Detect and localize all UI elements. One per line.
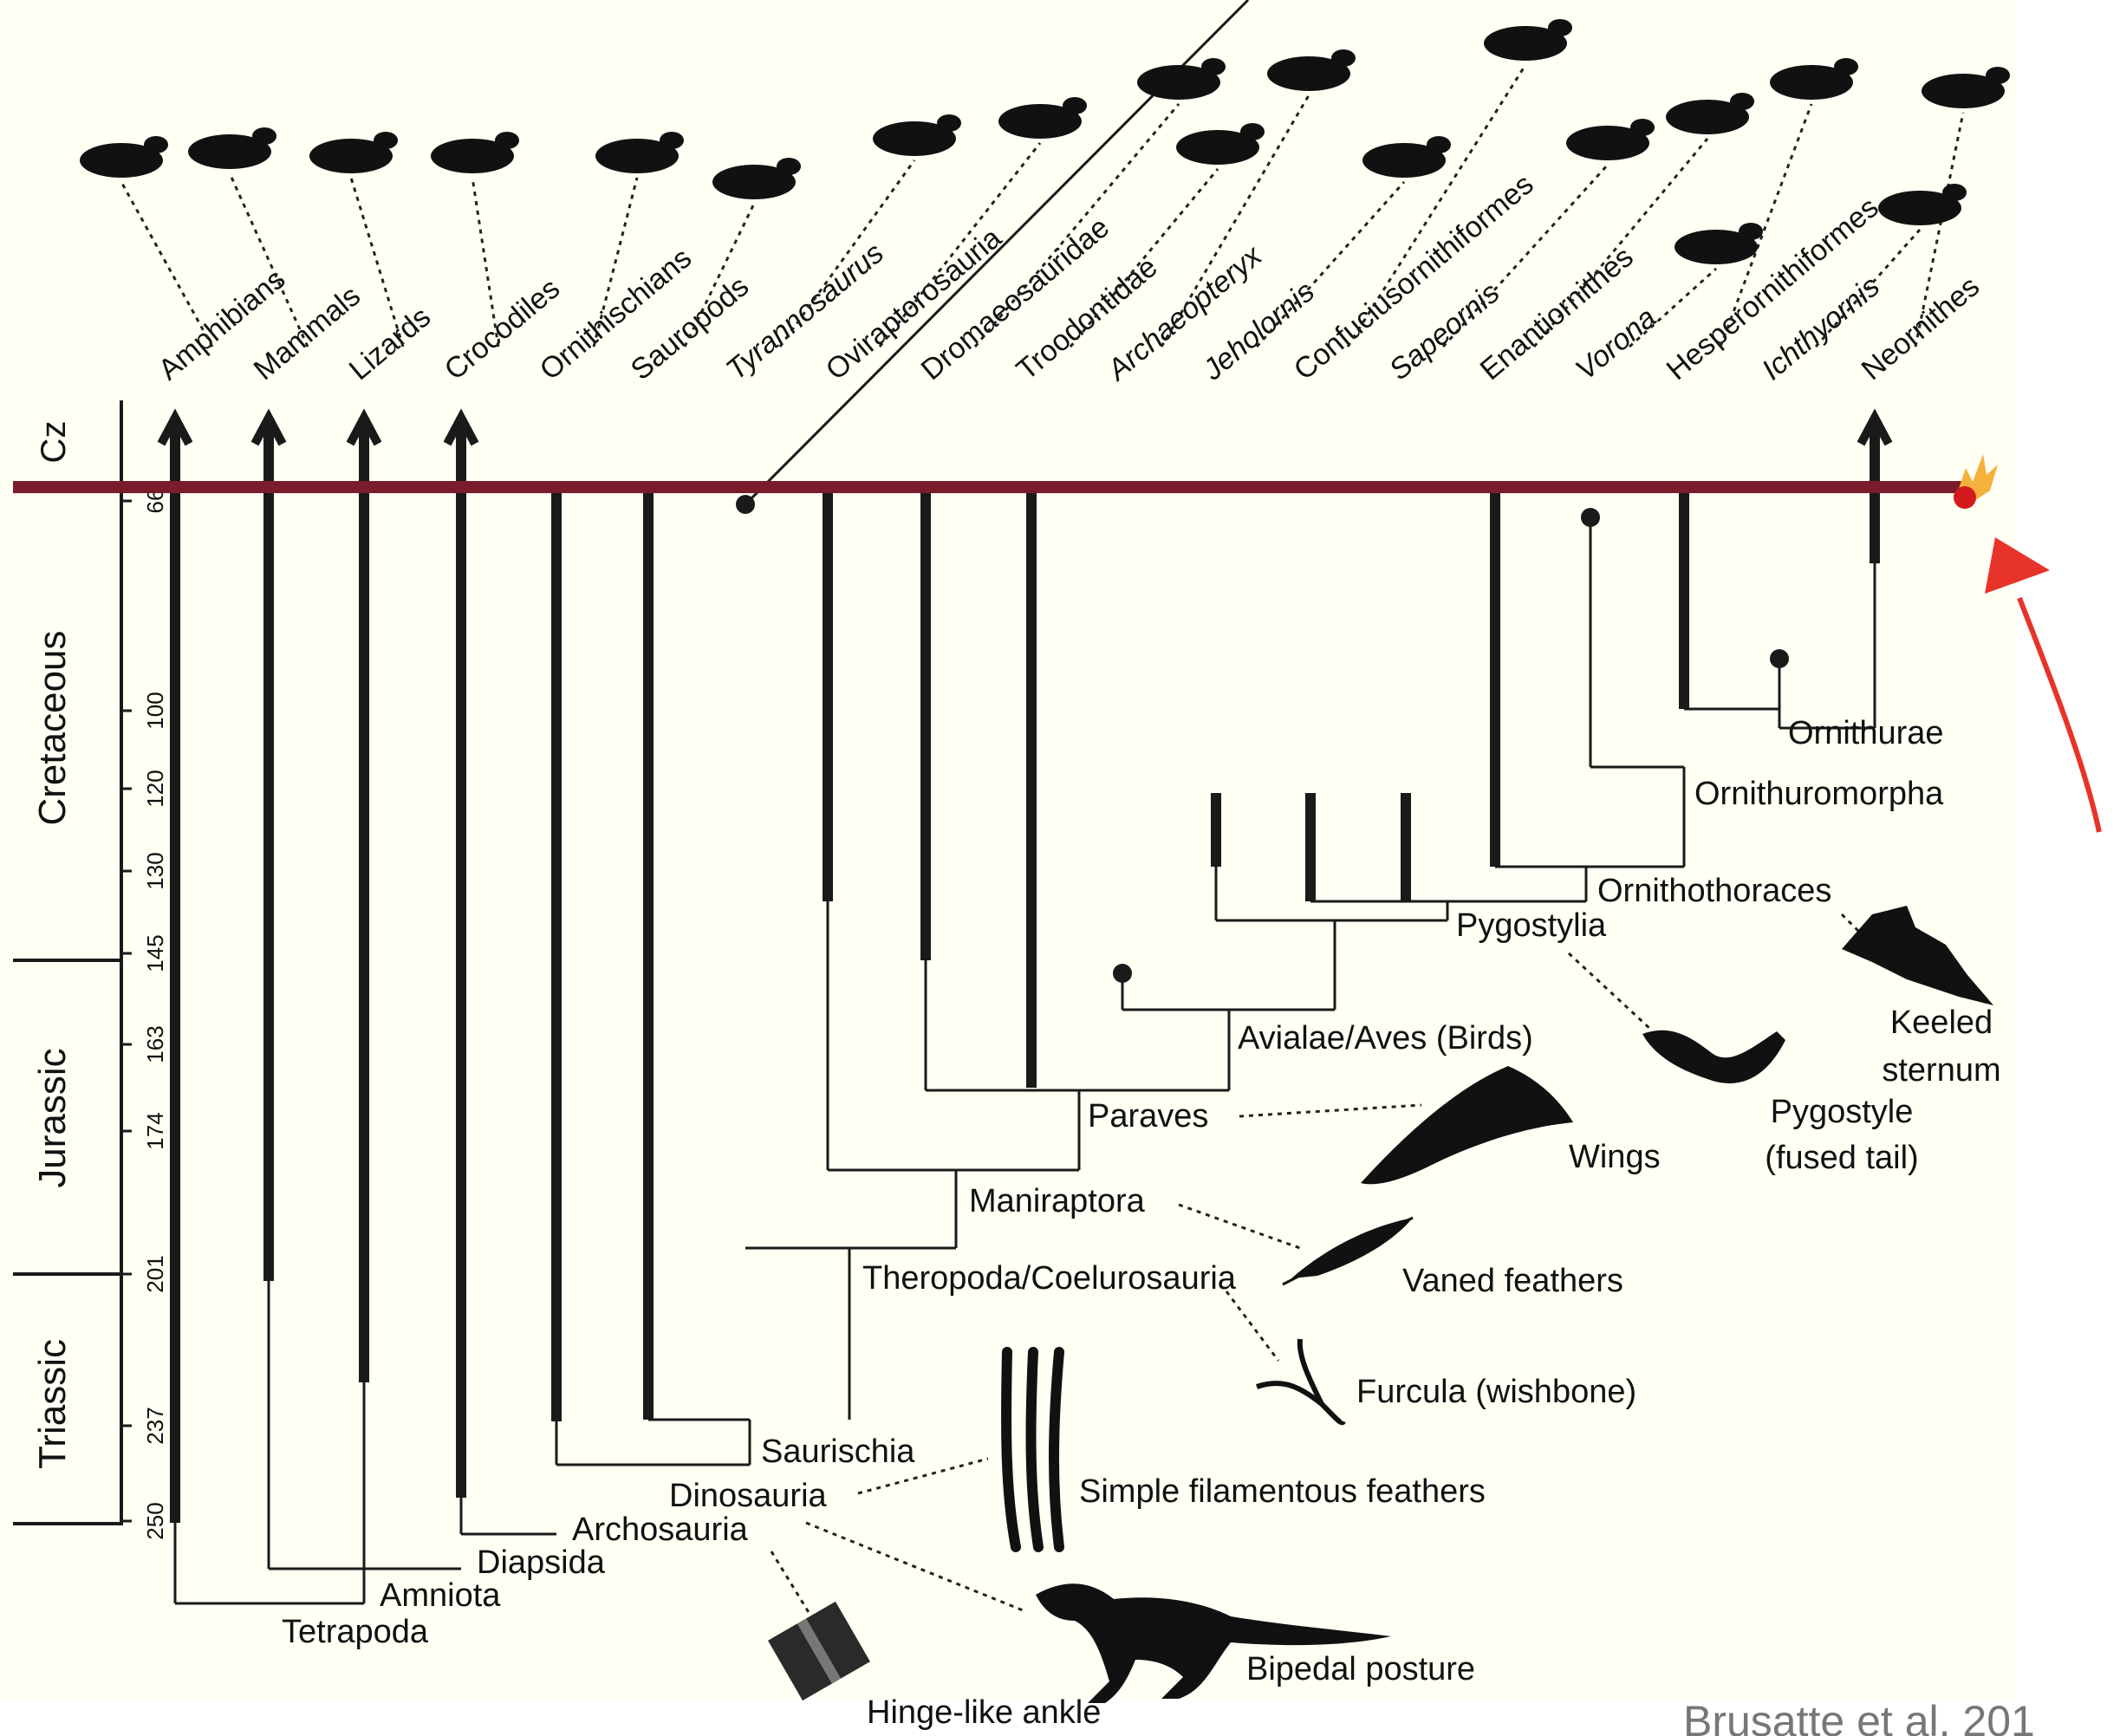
clade-archosauria: Archosauria bbox=[572, 1512, 749, 1548]
citation: Brusatte et al. 201 bbox=[1683, 1697, 2035, 1736]
taxon-silhouette-head-icon bbox=[374, 132, 398, 149]
period-cretaceous: Cretaceous bbox=[31, 630, 74, 825]
trait-hinge-ankle: Hinge-like ankle bbox=[867, 1694, 1101, 1731]
taxon-silhouette-head-icon bbox=[1739, 223, 1763, 240]
clade-ornithuromorpha: Ornithuromorpha bbox=[1694, 776, 1944, 812]
extinct-lineage-dot bbox=[736, 495, 755, 514]
trait-bipedal-posture: Bipedal posture bbox=[1246, 1651, 1475, 1687]
period-cz: Cz bbox=[35, 421, 73, 464]
time-tick-label: 237 bbox=[142, 1407, 168, 1444]
taxon-silhouette-head-icon bbox=[1630, 119, 1655, 136]
clade-ornithurae: Ornithurae bbox=[1788, 715, 1944, 751]
extinct-lineage-dot bbox=[1581, 508, 1600, 527]
taxon-silhouette-head-icon bbox=[1201, 58, 1226, 75]
taxon-silhouette-head-icon bbox=[252, 127, 276, 145]
trait-pygostyle-2: (fused tail) bbox=[1765, 1140, 1918, 1176]
trait-vaned-feathers: Vaned feathers bbox=[1402, 1263, 1623, 1299]
taxon-silhouette-head-icon bbox=[1730, 93, 1754, 110]
trait-pygostyle-1: Pygostyle bbox=[1771, 1094, 1914, 1130]
clade-dinosauria: Dinosauria bbox=[669, 1478, 828, 1514]
taxon-silhouette-head-icon bbox=[1331, 49, 1356, 67]
trait-keeled-2: sternum bbox=[1882, 1052, 2000, 1089]
clade-diapsida: Diapsida bbox=[477, 1544, 606, 1581]
clade-avialae: Avialae/Aves (Birds) bbox=[1238, 1020, 1533, 1057]
clade-maniraptora: Maniraptora bbox=[969, 1183, 1146, 1219]
period-triassic: Triassic bbox=[31, 1339, 74, 1469]
period-jurassic: Jurassic bbox=[31, 1048, 74, 1187]
time-tick-label: 201 bbox=[142, 1255, 168, 1292]
time-tick-label: 163 bbox=[142, 1025, 168, 1063]
clade-ornithothoraces: Ornithothoraces bbox=[1597, 873, 1831, 909]
taxon-silhouette-head-icon bbox=[1063, 97, 1087, 114]
clade-tetrapoda: Tetrapoda bbox=[282, 1614, 429, 1650]
taxon-silhouette-head-icon bbox=[777, 158, 801, 175]
taxon-silhouette-head-icon bbox=[660, 132, 684, 149]
clade-amniota: Amniota bbox=[380, 1577, 501, 1614]
taxon-silhouette-head-icon bbox=[1986, 67, 2010, 84]
time-tick-label: 130 bbox=[142, 852, 168, 889]
taxon-silhouette-head-icon bbox=[1427, 136, 1451, 153]
time-tick-label: 145 bbox=[142, 934, 168, 972]
extinct-lineage-dot bbox=[1770, 649, 1789, 668]
extinct-lineage-dot bbox=[1113, 964, 1132, 983]
time-tick-label: 120 bbox=[142, 770, 168, 807]
clade-saurischia: Saurischia bbox=[761, 1434, 915, 1470]
taxon-silhouette-head-icon bbox=[1834, 58, 1858, 75]
taxon-silhouette-head-icon bbox=[937, 114, 961, 132]
clade-paraves: Paraves bbox=[1088, 1098, 1208, 1135]
time-tick-label: 250 bbox=[142, 1502, 168, 1539]
taxon-silhouette-head-icon bbox=[144, 136, 168, 153]
time-tick-label: 174 bbox=[142, 1112, 168, 1149]
trait-furcula: Furcula (wishbone) bbox=[1356, 1374, 1636, 1410]
time-tick-label: 100 bbox=[142, 692, 168, 729]
trait-keeled-1: Keeled bbox=[1890, 1005, 1993, 1041]
taxon-silhouette-head-icon bbox=[1240, 123, 1265, 140]
trait-wings: Wings bbox=[1569, 1139, 1661, 1175]
taxon-silhouette-head-icon bbox=[495, 132, 519, 149]
taxon-silhouette-head-icon bbox=[1548, 19, 1572, 36]
clade-pygostylia: Pygostylia bbox=[1456, 907, 1607, 944]
taxon-silhouette-head-icon bbox=[1942, 184, 1967, 201]
clade-theropoda: Theropoda/Coelurosauria bbox=[862, 1260, 1237, 1297]
trait-filamentous-feathers: Simple filamentous feathers bbox=[1079, 1473, 1486, 1510]
